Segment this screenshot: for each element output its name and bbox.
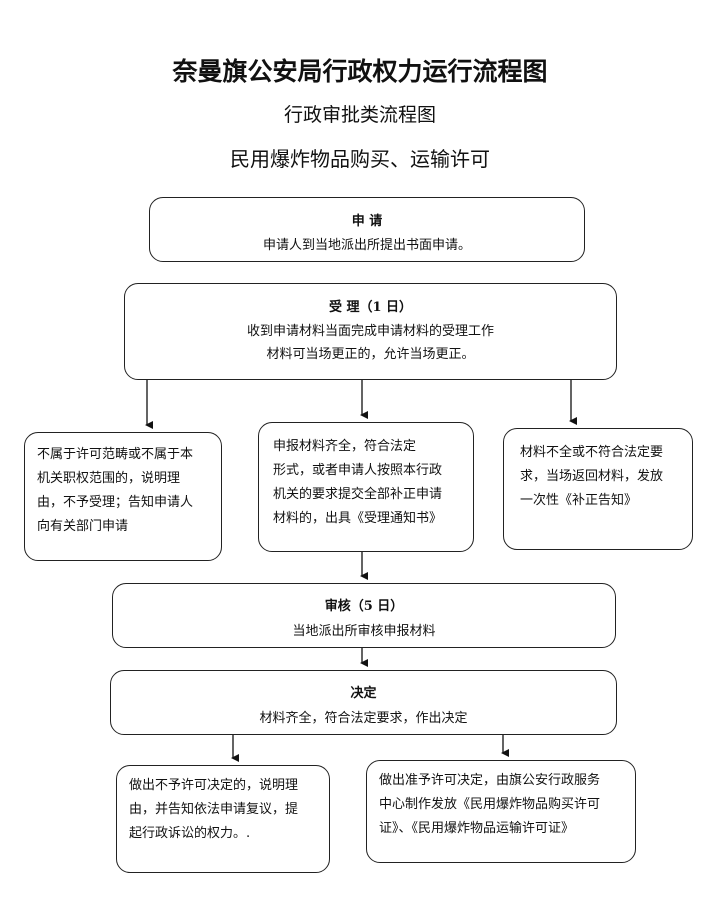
branch-correct-box: 材料不全或不符合法定要 求，当场返回材料，发放 一次性《补正告知》 [503, 428, 693, 550]
step-apply-text: 申请人到当地派出所提出书面申请。 [262, 238, 471, 253]
step-decision-heading: 决定 [350, 686, 377, 701]
outcome-grant-box: 做出准予许可决定，由旗公安行政服务 中心制作发放《民用爆炸物品购买许可 证》、《… [366, 760, 636, 863]
step-decision-box: 决定 材料齐全，符合法定要求，作出决定 [110, 670, 617, 735]
step-accept-box: 受 理（1 日） 收到申请材料当面完成申请材料的受理工作 材料可当场更正的，允许… [124, 283, 617, 380]
branch-accept-text: 申报材料齐全，符合法定 形式，或者申请人按照本行政 机关的要求提交全部补正申请 … [273, 439, 443, 526]
step-decision-text: 材料齐全，符合法定要求，作出决定 [259, 711, 468, 726]
permit-name: 民用爆炸物品购买、运输许可 [230, 147, 490, 171]
step-apply-box: 申 请 申请人到当地派出所提出书面申请。 [149, 197, 585, 262]
step-accept-heading: 受 理（1 日） [328, 300, 413, 315]
branch-correct-text: 材料不全或不符合法定要 求，当场返回材料，发放 一次性《补正告知》 [520, 445, 664, 508]
page-subtitle: 行政审批类流程图 [283, 104, 436, 126]
page-title: 奈曼旗公安局行政权力运行流程图 [172, 57, 548, 86]
step-accept-line1: 收到申请材料当面完成申请材料的受理工作 [246, 324, 494, 339]
branch-reject-text: 不属于许可范畴或不属于本 机关职权范围的，说明理 由，不予受理；告知申请人 向有… [37, 447, 194, 534]
branch-accept-box: 申报材料齐全，符合法定 形式，或者申请人按照本行政 机关的要求提交全部补正申请 … [258, 422, 474, 552]
branch-reject-box: 不属于许可范畴或不属于本 机关职权范围的，说明理 由，不予受理；告知申请人 向有… [24, 432, 222, 561]
step-apply-heading: 申 请 [351, 214, 383, 229]
step-review-heading: 审核（5 日） [324, 599, 404, 614]
outcome-grant-text: 做出准予许可决定，由旗公安行政服务 中心制作发放《民用爆炸物品购买许可 证》、《… [379, 773, 601, 836]
step-accept-line2: 材料可当场更正的，允许当场更正。 [266, 347, 475, 362]
outcome-deny-box: 做出不予许可决定的，说明理 由，并告知依法申请复议，提 起行政诉讼的权力。. [116, 765, 330, 873]
outcome-deny-text: 做出不予许可决定的，说明理 由，并告知依法申请复议，提 起行政诉讼的权力。. [129, 778, 299, 841]
step-review-box: 审核（5 日） 当地派出所审核申报材料 [112, 583, 616, 648]
step-review-text: 当地派出所审核申报材料 [292, 624, 436, 639]
